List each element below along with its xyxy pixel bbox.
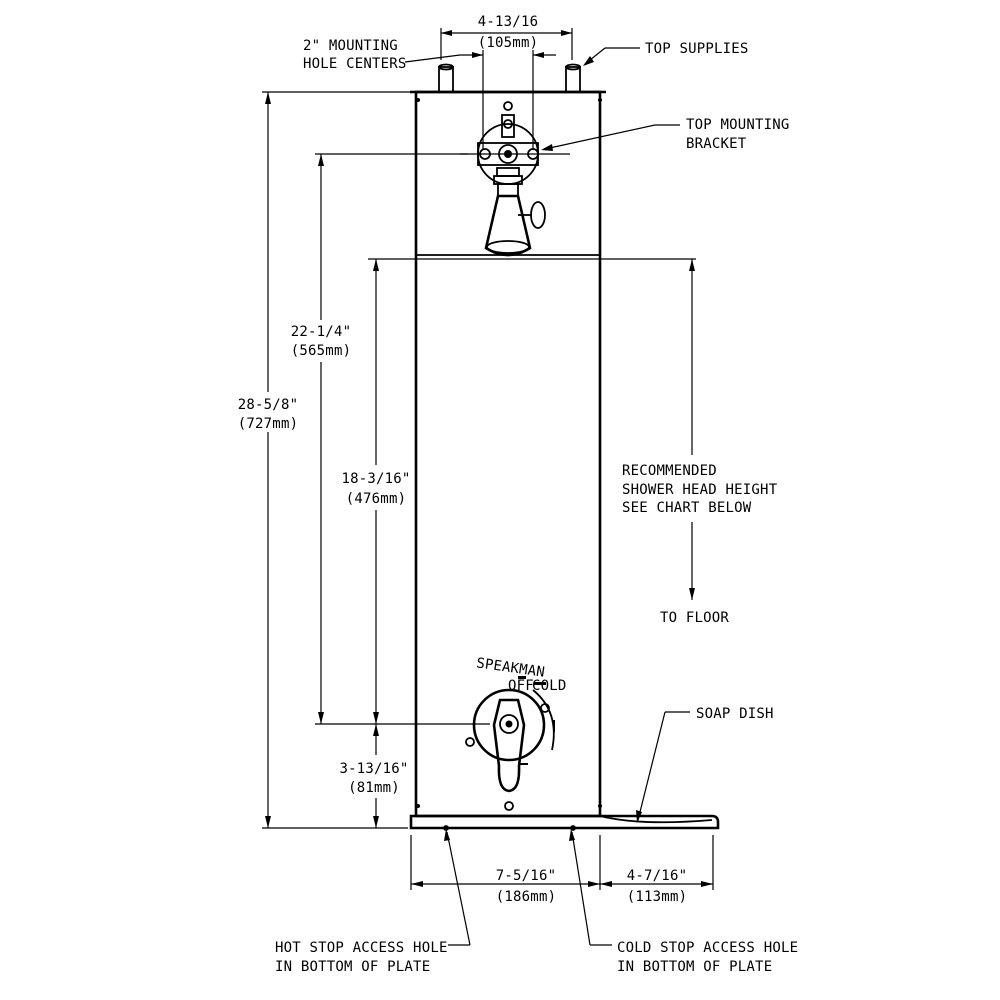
dim-total-height: [262, 91, 414, 829]
dim-total-height-label: 28-5/8": [238, 397, 298, 413]
leader-bracket: [541, 124, 680, 151]
hot-stop-label-2: IN BOTTOM OF PLATE: [275, 959, 430, 975]
recommended-label-2: SHOWER HEAD HEIGHT: [622, 482, 778, 498]
mounting-label-2: HOLE CENTERS: [303, 56, 407, 72]
mounting-label-1: 2" MOUNTING: [303, 38, 398, 54]
supply-pipe-icon: [438, 63, 581, 93]
shower-panel: [410, 90, 606, 818]
dim-bracket-height: [315, 153, 490, 725]
brand-cold-label: COLD: [532, 678, 567, 694]
leader-soap-dish: [636, 711, 690, 823]
dim-bottom-height-mm: (81mm): [348, 780, 400, 796]
dim-bottom-widths: [410, 835, 714, 890]
cold-stop-label-1: COLD STOP ACCESS HOLE: [617, 940, 798, 956]
dim-top-width: [440, 28, 573, 60]
dim-recommended-height: [689, 259, 695, 600]
dim-bottom-height-label: 3-13/16": [339, 761, 408, 777]
brand-logo: SPEAKMAN: [475, 655, 546, 680]
dim-dish-width-mm: (113mm): [627, 889, 687, 905]
dim-plate-width-mm: (186mm): [496, 889, 556, 905]
soap-dish-label: SOAP DISH: [696, 706, 774, 722]
dim-dish-width-label: 4-7/16": [627, 868, 687, 884]
bracket-label-2: BRACKET: [686, 136, 747, 152]
leader-hot-stop: [444, 829, 471, 946]
dim-bracket-height-label: 22-1/4": [291, 324, 351, 340]
dim-bracket-height-mm: (565mm): [291, 343, 351, 359]
dim-total-height-mm: (727mm): [238, 416, 298, 432]
dim-hole-centers: [404, 50, 556, 150]
dim-valve-height: [368, 258, 696, 724]
dim-bottom-height: [373, 724, 379, 828]
brand-off-label: OFF: [508, 678, 534, 694]
bracket-label-1: TOP MOUNTING: [686, 117, 790, 133]
recommended-label-1: RECOMMENDED: [622, 463, 717, 479]
shower-head-icon: [484, 167, 546, 257]
cold-stop-label-2: IN BOTTOM OF PLATE: [617, 959, 772, 975]
soap-dish: [599, 815, 713, 824]
top-supplies-label: TOP SUPPLIES: [645, 41, 749, 57]
to-floor-label: TO FLOOR: [660, 610, 729, 626]
recommended-label-3: SEE CHART BELOW: [622, 500, 752, 516]
valve-handle-icon: [472, 676, 555, 793]
dim-top-width-mm: (105mm): [478, 35, 538, 51]
dim-top-width-label: 4-13/16: [478, 14, 538, 30]
hot-stop-label-1: HOT STOP ACCESS HOLE: [275, 940, 448, 956]
mounting-bracket-icon: [460, 114, 570, 185]
dim-plate-width-label: 7-5/16": [496, 868, 556, 884]
dim-valve-height-label: 18-3/16": [341, 471, 410, 487]
leader-top-supplies: [583, 47, 640, 66]
leader-cold-stop: [569, 829, 612, 946]
dim-valve-height-mm: (476mm): [346, 491, 406, 507]
